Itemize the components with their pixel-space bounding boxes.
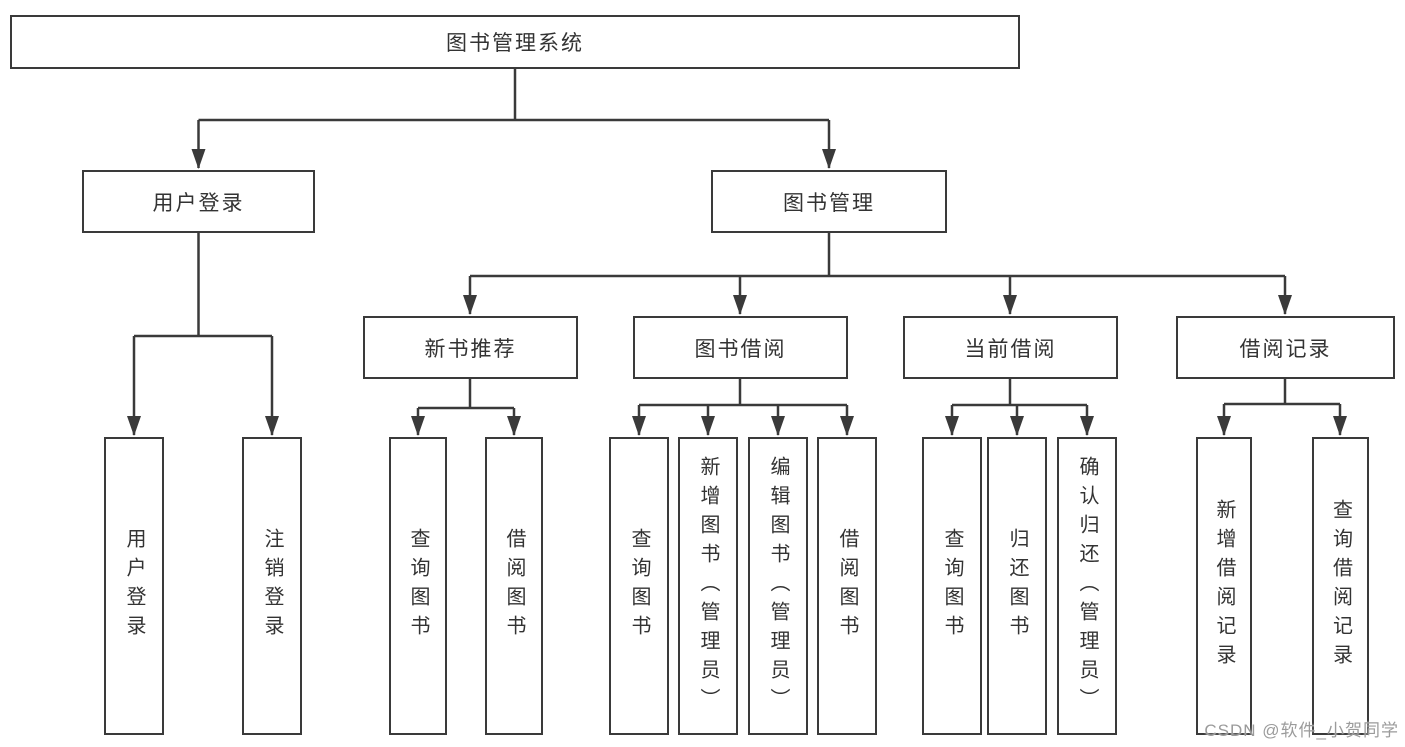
node-borrow-books: 借阅图书: [817, 437, 877, 735]
node-confirm-return-admin: 确认归还（管理员）: [1057, 437, 1117, 735]
watermark: CSDN @软件_小贺同学: [1204, 721, 1399, 740]
node-query-borrow-record: 查询借阅记录: [1312, 437, 1369, 735]
node-label: 确认归还（管理员）: [1076, 455, 1098, 717]
node-add-borrow-record: 新增借阅记录: [1196, 437, 1252, 735]
node-query-books-borrow: 查询图书: [609, 437, 669, 735]
node-book-management: 图书管理: [711, 170, 947, 233]
node-label: 借阅图书: [503, 528, 525, 644]
node-label: 查询图书: [941, 528, 963, 644]
node-query-books-current: 查询图书: [922, 437, 982, 735]
node-new-book-recommendation: 新书推荐: [363, 316, 578, 379]
node-current-borrowing: 当前借阅: [903, 316, 1118, 379]
node-book-borrowing: 图书借阅: [633, 316, 848, 379]
node-label: 新书推荐: [424, 337, 517, 361]
node-label: 图书管理系统: [446, 32, 584, 55]
node-library-system: 图书管理系统: [10, 15, 1020, 69]
node-edit-books-admin: 编辑图书（管理员）: [748, 437, 808, 735]
node-logout: 注销登录: [242, 437, 302, 735]
node-label: 新增借阅记录: [1213, 499, 1235, 673]
node-label: 图书借阅: [694, 337, 787, 361]
node-borrowing-records: 借阅记录: [1176, 316, 1395, 379]
node-borrow-books-recommend: 借阅图书: [485, 437, 543, 735]
node-label: 用户登录: [152, 191, 245, 215]
node-label: 借阅记录: [1239, 337, 1332, 361]
node-label: 查询借阅记录: [1329, 499, 1352, 673]
node-user-login-leaf: 用户登录: [104, 437, 164, 735]
node-label: 图书管理: [783, 191, 875, 215]
node-label: 注销登录: [261, 528, 283, 644]
node-query-books-recommend: 查询图书: [389, 437, 447, 735]
node-label: 借阅图书: [836, 528, 858, 644]
node-label: 归还图书: [1006, 528, 1028, 644]
node-label: 编辑图书（管理员）: [767, 455, 789, 717]
node-label: 查询图书: [407, 528, 429, 644]
node-user-login: 用户登录: [82, 170, 315, 233]
node-add-books-admin: 新增图书（管理员）: [678, 437, 738, 735]
node-label: 新增图书（管理员）: [697, 455, 719, 717]
node-label: 查询图书: [628, 528, 650, 644]
node-label: 当前借阅: [964, 337, 1057, 361]
node-return-books: 归还图书: [987, 437, 1047, 735]
node-label: 用户登录: [123, 528, 145, 644]
